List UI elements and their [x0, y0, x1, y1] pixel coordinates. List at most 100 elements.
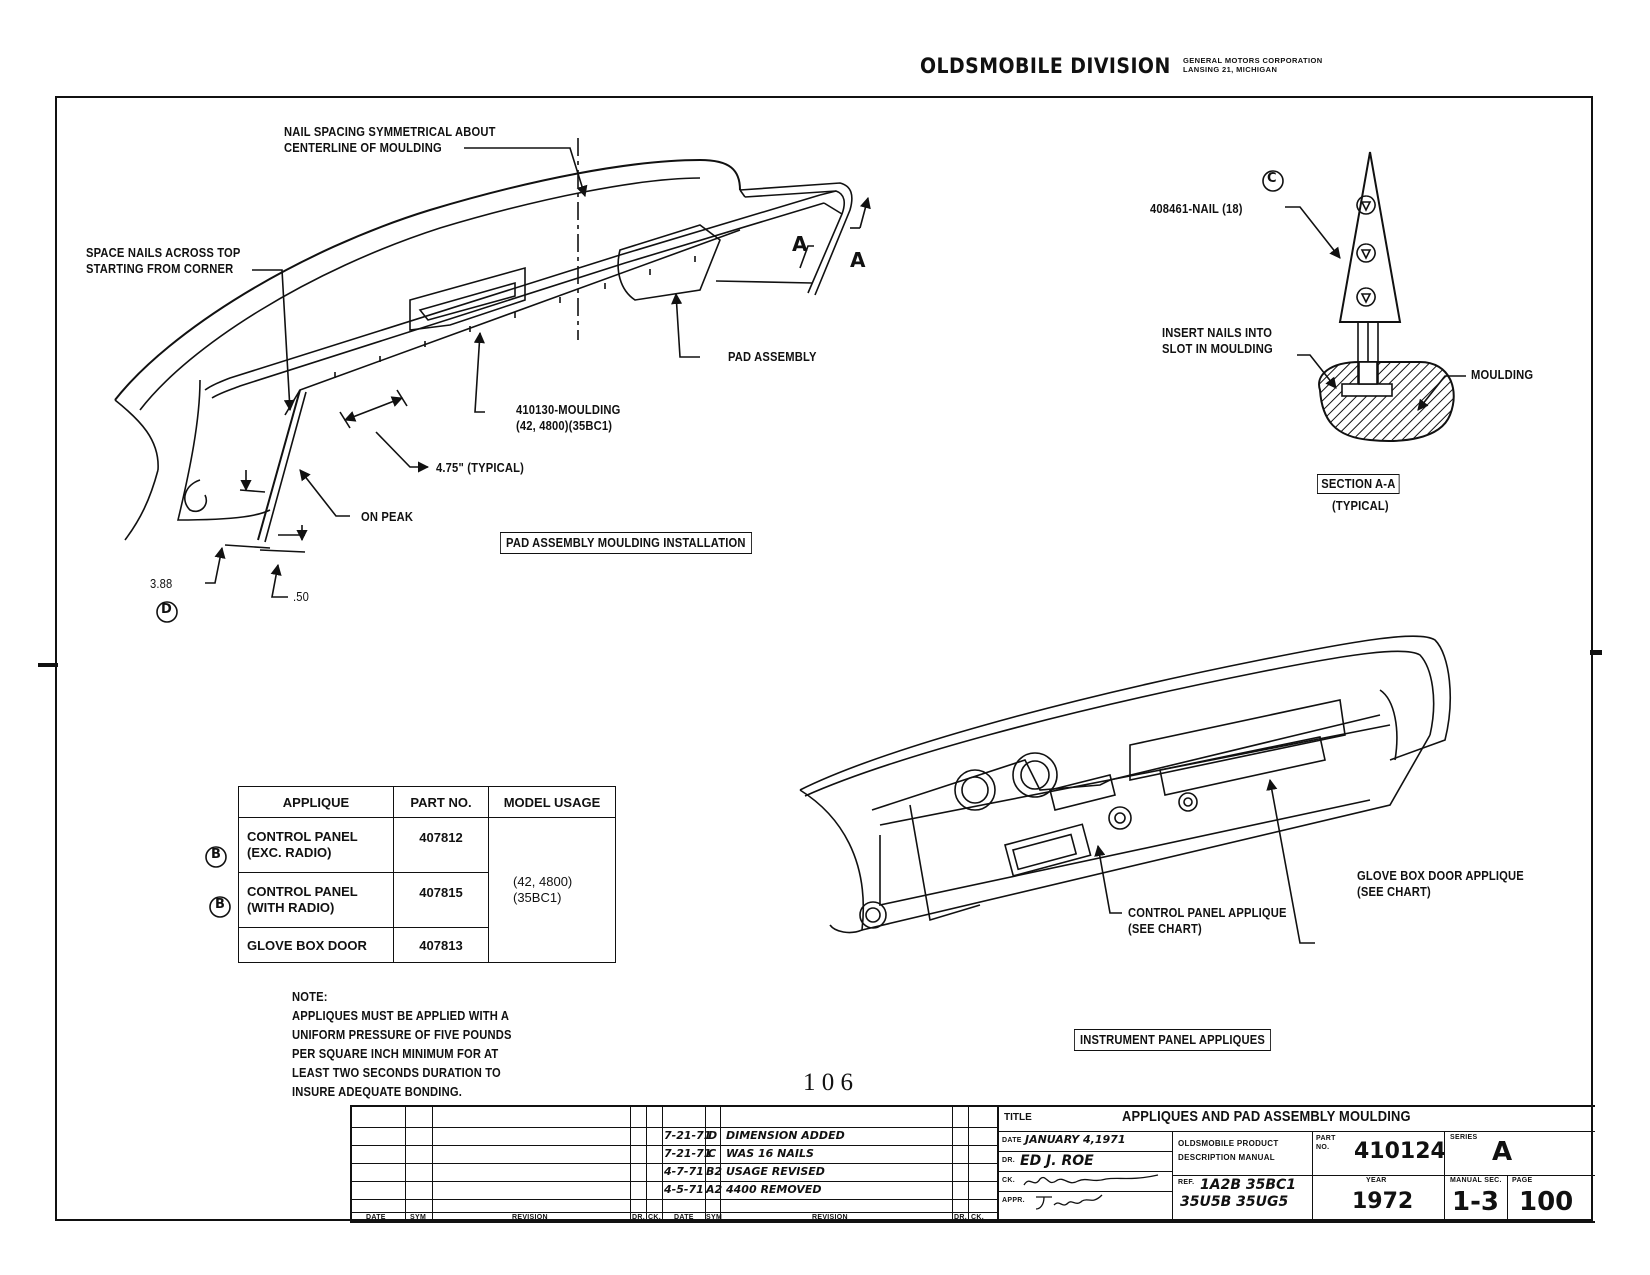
label-nail: 408461-NAIL (18) [1150, 201, 1243, 216]
label-space-nails: SPACE NAILS ACROSS TOP STARTING FROM COR… [86, 245, 241, 276]
model-usage-value: (42, 4800) (35BC1) [488, 817, 616, 963]
manual-line1: OLDSMOBILE PRODUCT [1178, 1139, 1279, 1148]
date-value: JANUARY 4,1971 [1025, 1133, 1126, 1146]
dim-3-88: 3.88 [150, 576, 173, 591]
top-leaders [205, 147, 700, 598]
page-stamp: 1 0 6 [803, 1069, 853, 1096]
col-applique: APPLIQUE [238, 786, 394, 818]
caption-pad-installation: PAD ASSEMBLY MOULDING INSTALLATION [500, 532, 752, 554]
label-moulding-part: 410130-MOULDING (42, 4800)(35BC1) [516, 402, 621, 433]
label-on-peak: ON PEAK [361, 509, 414, 524]
corp-city: LANSING 21, MICHIGAN [1183, 65, 1278, 74]
applique-table: APPLIQUE PART NO. MODEL USAGE CONTROL PA… [238, 786, 616, 963]
col-model-usage: MODEL USAGE [488, 786, 616, 818]
drawing-frame [55, 96, 1593, 1221]
year-value: 1972 [1352, 1189, 1414, 1214]
drawn-value: ED J. ROE [1020, 1153, 1094, 1169]
caption-section-aa: SECTION A-A [1317, 474, 1400, 494]
applique-name: GLOVE BOX DOOR [238, 927, 394, 963]
section-aa-drawing [1285, 151, 1466, 442]
drawn-label: DR. [1002, 1157, 1015, 1164]
rev-header-ck: CK. [648, 1214, 661, 1221]
label-insert-nails: INSERT NAILS INTO SLOT IN MOULDING [1162, 325, 1273, 356]
rev-header-sym: SYM [410, 1214, 427, 1221]
rev-sym: D [708, 1129, 718, 1142]
title-block: 7-21-71 D DIMENSION ADDED 7-21-71 C WAS … [350, 1105, 1595, 1223]
page-value: 100 [1519, 1187, 1574, 1217]
part-number: 407815 [393, 872, 489, 928]
rev-date: 4-7-71 [664, 1165, 704, 1178]
page-label: PAGE [1512, 1177, 1533, 1184]
frame-tick-right [1590, 650, 1602, 655]
applique-name: CONTROL PANEL (WITH RADIO) [238, 872, 394, 928]
rev-text: USAGE REVISED [726, 1165, 825, 1178]
note-title: NOTE: [292, 989, 328, 1004]
rev-text: DIMENSION ADDED [726, 1129, 845, 1142]
approved-label: APPR. [1002, 1197, 1025, 1204]
frame-tick-left [38, 663, 58, 667]
label-moulding-section: MOULDING [1471, 367, 1534, 382]
marker-d: D [161, 602, 172, 617]
rev-sym: A2 [706, 1183, 723, 1196]
caption-instrument-panel: INSTRUMENT PANEL APPLIQUES [1074, 1029, 1272, 1051]
rev-header-date-2: DATE [674, 1214, 694, 1221]
table-row: CONTROL PANEL (WITH RADIO) 407815 [238, 872, 616, 928]
rev-date: 7-21-71 [664, 1129, 712, 1142]
title-label: TITLE [1004, 1112, 1032, 1123]
series-value: A [1492, 1137, 1513, 1167]
label-nail-spacing: NAIL SPACING SYMMETRICAL ABOUT CENTERLIN… [284, 124, 496, 155]
date-label: DATE [1002, 1137, 1022, 1144]
circle-markers [156, 170, 1284, 918]
part-number: 407813 [393, 927, 489, 963]
rev-date: 7-21-71 [664, 1147, 712, 1160]
rev-date: 4-5-71 [664, 1183, 704, 1196]
rev-sym: C [708, 1147, 717, 1160]
part-number-value: 410124 [1354, 1139, 1446, 1164]
table-row: CONTROL PANEL (EXC. RADIO) 407812 (42, 4… [238, 817, 616, 963]
section-mark-a-left: A [792, 232, 808, 256]
rev-header-ck-2: CK. [971, 1214, 984, 1221]
label-glove-applique: GLOVE BOX DOOR APPLIQUE (SEE CHART) [1357, 868, 1524, 899]
section-label: MANUAL SEC. [1450, 1177, 1502, 1184]
corporation-address: GENERAL MOTORS CORPORATION LANSING 21, M… [1183, 56, 1323, 74]
label-control-applique: CONTROL PANEL APPLIQUE (SEE CHART) [1128, 905, 1287, 936]
part-number: 407812 [393, 817, 489, 873]
rev-header-dr: DR. [632, 1214, 645, 1221]
table-row: GLOVE BOX DOOR 407813 [238, 927, 616, 963]
checker-signature [1023, 1174, 1159, 1186]
caption-typical: (TYPICAL) [1332, 498, 1389, 513]
label-spacing: 4.75" (TYPICAL) [436, 460, 525, 475]
drawing-title: APPLIQUES AND PAD ASSEMBLY MOULDING [1122, 1108, 1411, 1125]
corp-name: GENERAL MOTORS CORPORATION [1183, 56, 1323, 65]
marker-b-row1: B [211, 847, 221, 862]
approver-signature [1035, 1194, 1103, 1210]
rev-header-revision: REVISION [512, 1214, 548, 1221]
label-pad-assembly: PAD ASSEMBLY [728, 349, 817, 364]
ref-label: REF. [1178, 1179, 1195, 1186]
col-part-no: PART NO. [393, 786, 489, 818]
part-label: PART NO. [1316, 1135, 1336, 1151]
dim-0-50: .50 [293, 589, 310, 604]
rev-header-revision-2: REVISION [812, 1214, 848, 1221]
marker-c: C [1267, 171, 1277, 186]
instrument-panel-drawing [799, 635, 1451, 944]
ref-value: 1A2B 35BC1 35U5B 35UG5 [1180, 1177, 1297, 1210]
rev-sym: B2 [706, 1165, 723, 1178]
year-label: YEAR [1366, 1177, 1387, 1184]
manual-line2: DESCRIPTION MANUAL [1178, 1153, 1275, 1162]
marker-b-row2: B [215, 897, 225, 912]
rev-header-dr-2: DR. [954, 1214, 967, 1221]
rev-header-date: DATE [366, 1214, 386, 1221]
pad-assembly-drawing [114, 138, 871, 553]
table-header-row: APPLIQUE PART NO. MODEL USAGE [238, 786, 616, 818]
rev-header-sym-2: SYM [706, 1214, 723, 1221]
checked-label: CK. [1002, 1177, 1015, 1184]
section-mark-a-right: A [850, 248, 866, 272]
note-text: APPLIQUES MUST BE APPLIED WITH A UNIFORM… [292, 1008, 512, 1099]
rev-text: WAS 16 NAILS [726, 1147, 814, 1160]
rev-text: 4400 REMOVED [726, 1183, 822, 1196]
division-title: OLDSMOBILE DIVISION [920, 54, 1171, 78]
applique-name: CONTROL PANEL (EXC. RADIO) [238, 817, 394, 873]
section-value: 1-3 [1452, 1187, 1499, 1217]
